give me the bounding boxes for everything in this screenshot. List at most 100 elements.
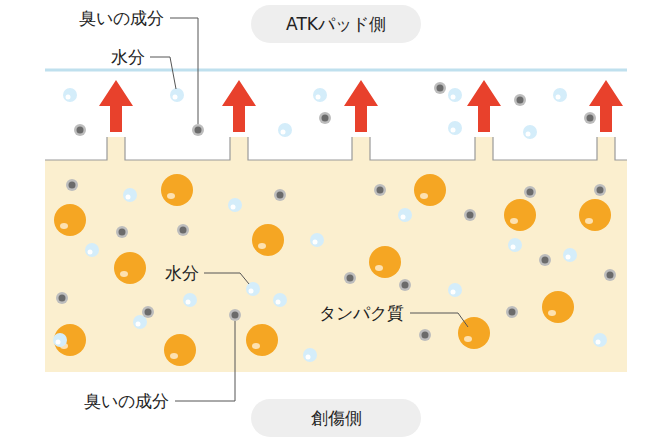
protein-particle <box>542 291 574 323</box>
leader-line <box>410 313 468 327</box>
protein-particle <box>458 317 490 349</box>
water-highlight <box>281 130 286 135</box>
protein-particle <box>252 224 284 256</box>
leader-line <box>175 321 235 401</box>
water-particle <box>170 88 184 102</box>
pad-bottom-edge <box>45 137 627 160</box>
flow-arrow <box>344 80 378 132</box>
water-particle <box>523 125 537 139</box>
odor-core <box>422 332 429 339</box>
water-highlight <box>186 300 191 305</box>
flow-arrow <box>589 80 623 132</box>
odor-particle <box>374 184 386 196</box>
leader-lines <box>150 18 468 401</box>
callout-label: 臭いの成分 <box>84 391 169 411</box>
water-particle <box>448 121 462 135</box>
water-highlight <box>126 195 131 200</box>
odor-core <box>180 227 187 234</box>
odor-core <box>195 127 202 134</box>
protein-highlight <box>464 336 472 342</box>
odor-core <box>377 187 384 194</box>
odor-particle <box>594 184 606 196</box>
leader-line <box>150 57 176 89</box>
water-highlight <box>566 255 571 260</box>
pill-text: ATKパッド側 <box>286 13 386 36</box>
protein-highlight <box>252 343 260 349</box>
protein-highlight <box>510 218 518 224</box>
odor-particle <box>56 292 68 304</box>
side-pill: 創傷側 <box>251 399 421 437</box>
odor-core <box>587 115 594 122</box>
odor-particle <box>66 179 78 191</box>
protein-highlight <box>420 193 428 199</box>
odor-core <box>347 275 354 282</box>
protein-particle <box>54 204 86 236</box>
odor-core <box>607 272 614 279</box>
odor-particle <box>399 279 411 291</box>
protein-highlight <box>167 193 175 199</box>
water-highlight <box>596 340 601 345</box>
water-highlight <box>316 95 321 100</box>
protein-highlight <box>585 218 593 224</box>
protein-highlight <box>548 310 556 316</box>
water-highlight <box>401 215 406 220</box>
flow-arrow <box>99 80 133 132</box>
protein-particle <box>54 324 86 356</box>
odor-particle <box>142 306 154 318</box>
protein-particle <box>114 252 146 284</box>
callout-label: 水分 <box>165 263 199 283</box>
odor-core <box>119 229 126 236</box>
odor-particle <box>434 82 446 94</box>
protein-particle <box>369 246 401 278</box>
odor-core <box>69 182 76 189</box>
protein-particle <box>164 334 196 366</box>
water-highlight <box>556 95 561 100</box>
water-highlight <box>249 289 254 294</box>
water-particle <box>398 208 412 222</box>
odor-particle <box>524 186 536 198</box>
odor-core <box>542 257 549 264</box>
protein-highlight <box>120 271 128 277</box>
water-highlight <box>451 290 456 295</box>
callout-label: 水分 <box>111 47 145 67</box>
water-highlight <box>526 132 531 137</box>
callout-label: 臭いの成分 <box>79 8 164 28</box>
odor-core <box>597 187 604 194</box>
water-highlight <box>451 128 456 133</box>
water-particle <box>303 348 317 362</box>
side-pill: ATKパッド側 <box>251 5 421 43</box>
water-highlight <box>306 355 311 360</box>
odor-particle <box>419 329 431 341</box>
leader-line <box>170 18 198 124</box>
water-highlight <box>451 95 456 100</box>
water-highlight <box>313 240 318 245</box>
protein-particle <box>504 199 536 231</box>
water-particle <box>553 88 567 102</box>
water-particle <box>278 123 292 137</box>
protein-particle <box>579 199 611 231</box>
water-particle <box>228 198 242 212</box>
water-particle <box>593 333 607 347</box>
odor-particle <box>229 309 241 321</box>
odor-core <box>145 309 152 316</box>
odor-core <box>402 282 409 289</box>
water-highlight <box>66 95 71 100</box>
water-particle <box>273 293 287 307</box>
odor-core <box>517 97 524 104</box>
protein-highlight <box>258 243 266 249</box>
water-particle <box>53 333 67 347</box>
particles <box>53 82 617 366</box>
wound-layer <box>45 137 627 372</box>
water-particle <box>63 88 77 102</box>
odor-particle <box>344 272 356 284</box>
protein-particle <box>161 174 193 206</box>
odor-core <box>437 85 444 92</box>
flow-arrow <box>222 80 256 132</box>
odor-particle <box>116 226 128 238</box>
odor-particle <box>506 306 518 318</box>
odor-particle <box>514 94 526 106</box>
odor-core <box>59 295 66 302</box>
odor-core <box>322 115 329 122</box>
water-particle <box>313 88 327 102</box>
